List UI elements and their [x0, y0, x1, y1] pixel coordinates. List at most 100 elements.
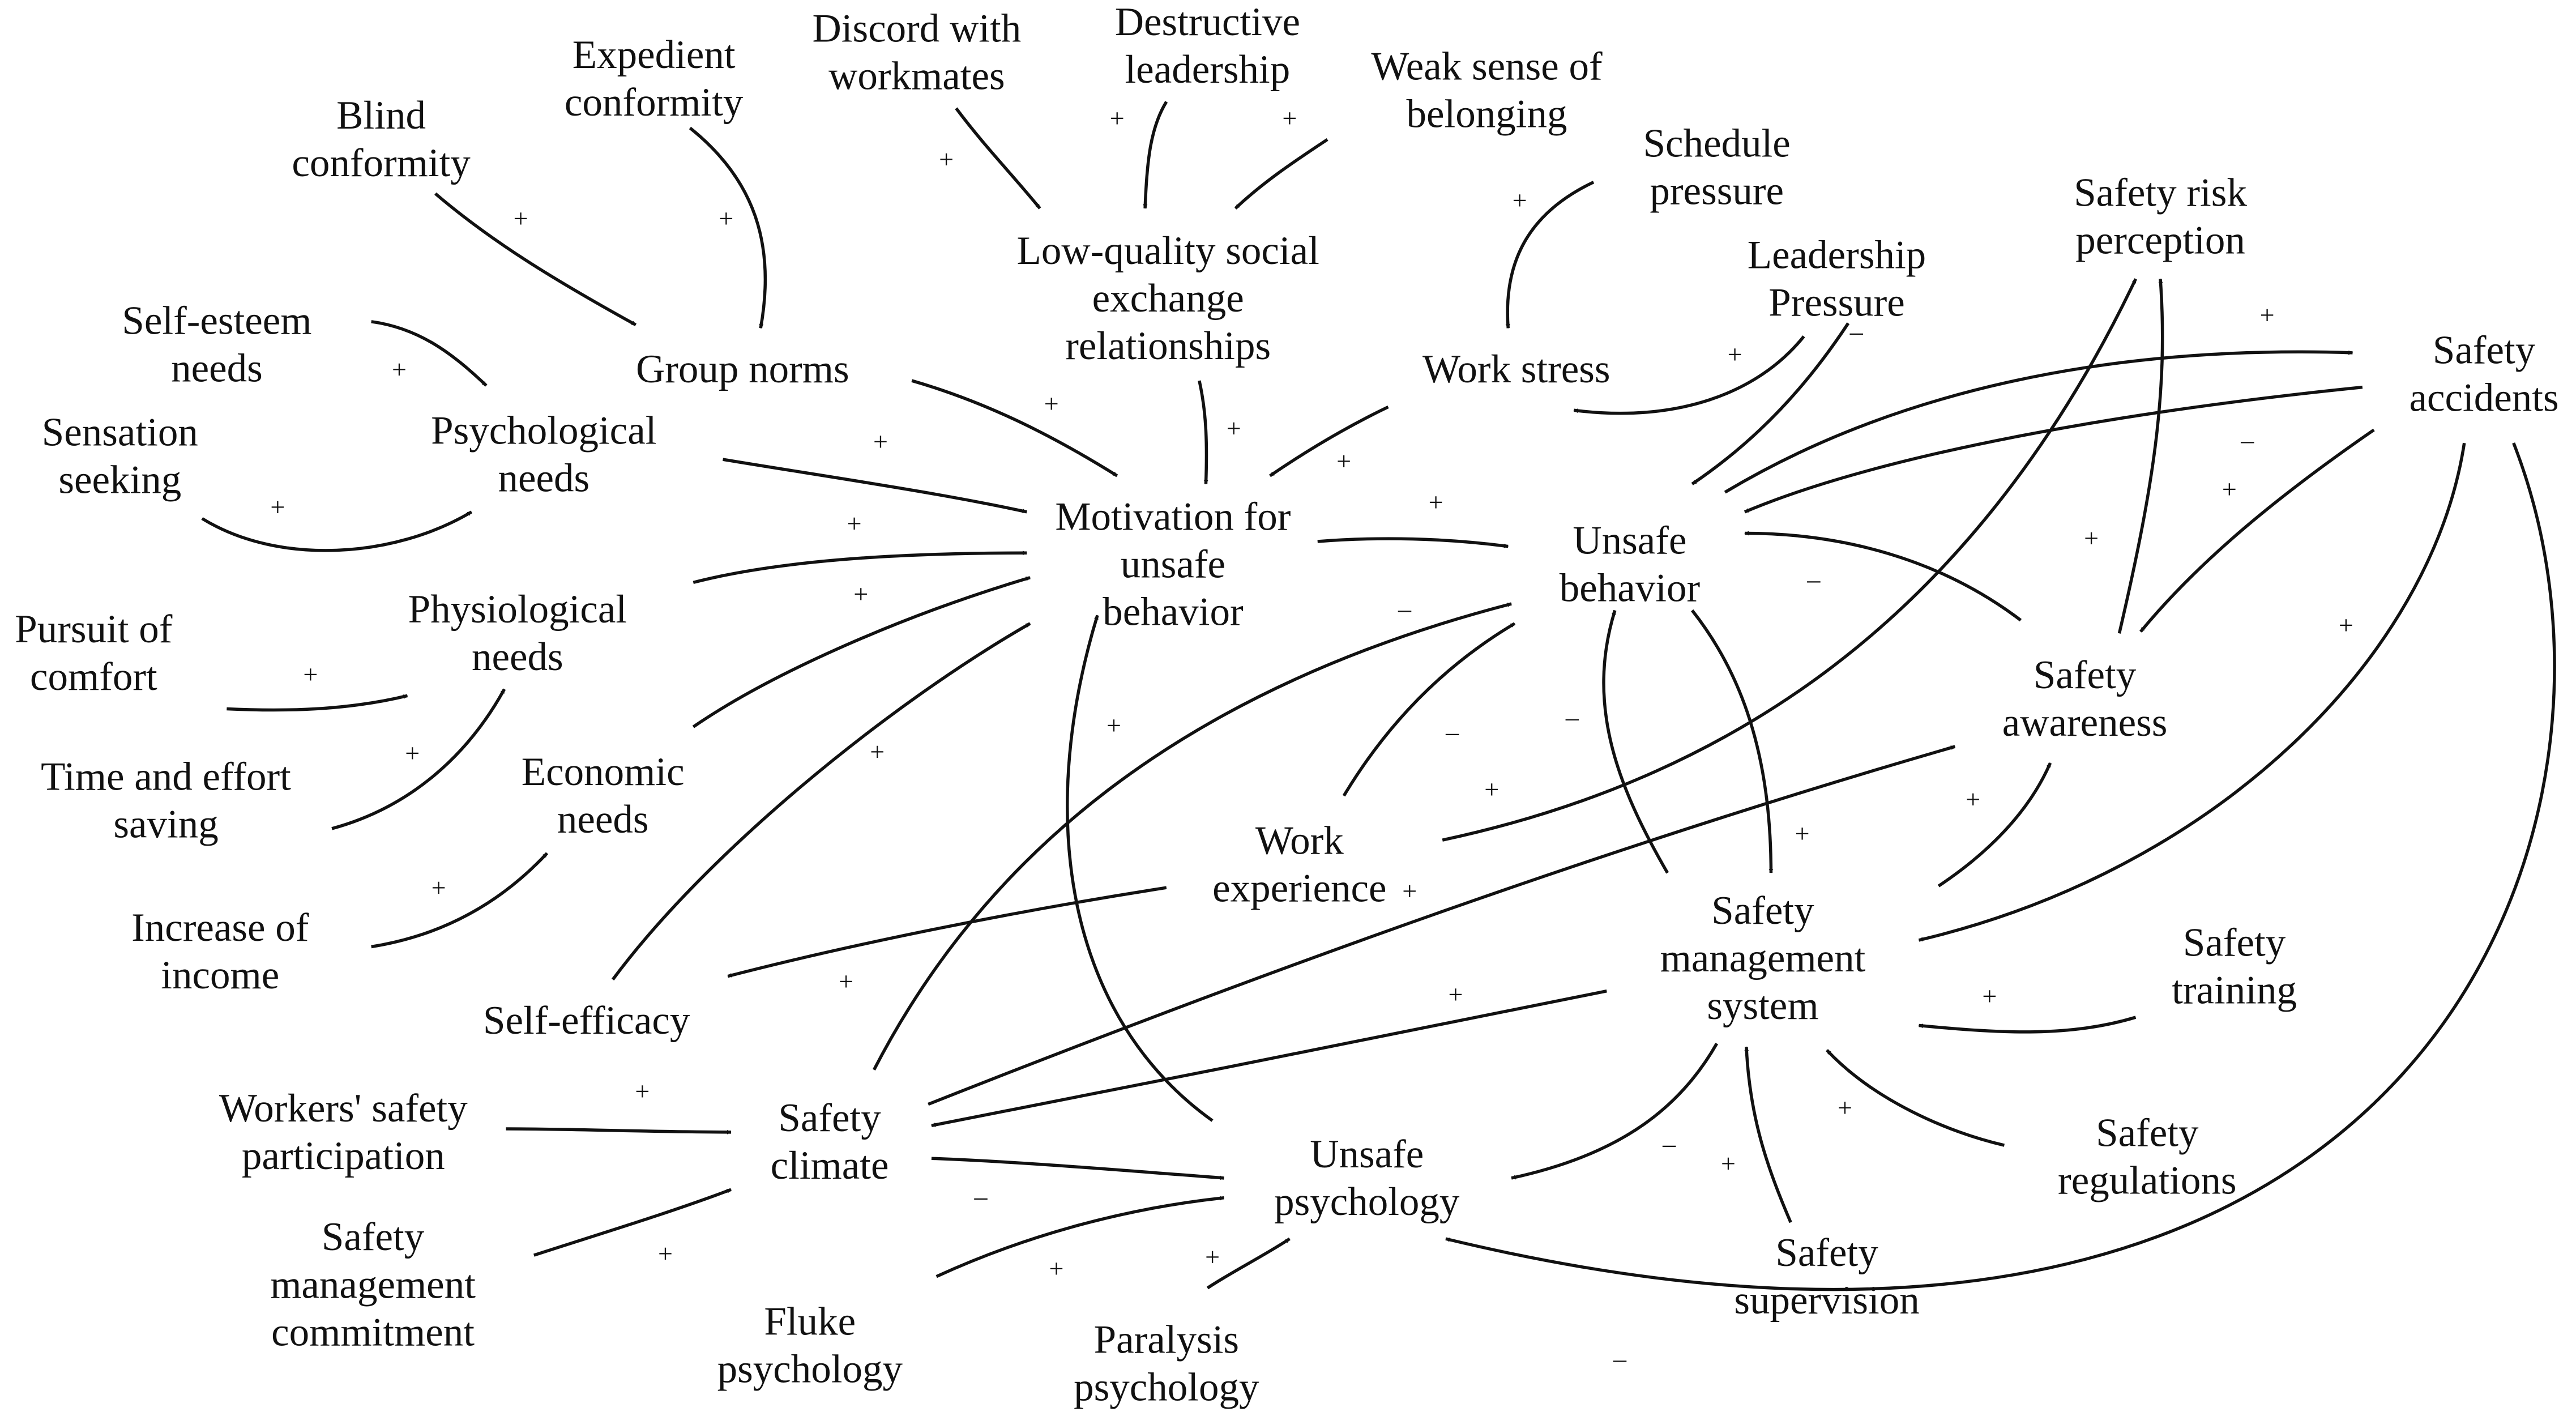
- polarity-sign-schedule-pressure-to-work-stress: +: [1513, 186, 1527, 215]
- node-label-line: Work: [1255, 819, 1344, 863]
- node-label-line: Pursuit of: [15, 607, 172, 651]
- edge-destructive-leadership-to-low-quality-ser: [1143, 101, 1168, 209]
- node-label-line: supervision: [1734, 1278, 1919, 1323]
- polarity-sign-leadership-pressure-to-work-stress: +: [1728, 340, 1742, 369]
- node-label-line: regulations: [2058, 1158, 2236, 1202]
- node-label-line: Fluke: [764, 1299, 856, 1344]
- node-label-line: Safety: [2096, 1111, 2199, 1155]
- polarity-sign-psychological-needs-to-motivation: +: [873, 427, 888, 456]
- polarity-sign-unsafe-behavior-to-safety-mgmt-system: +: [1795, 819, 1810, 848]
- edge-safety-climate-to-unsafe-behavior: [872, 602, 1512, 1071]
- edge-unsafe-behavior-to-safety-accidents: [1724, 350, 2353, 494]
- node-label-line: needs: [557, 797, 649, 842]
- edge-self-esteem-to-psychological-needs: [371, 320, 488, 387]
- polarity-sign-weak-belonging-to-low-quality-ser: +: [1282, 104, 1297, 133]
- node-label-line: Unsafe: [1573, 519, 1686, 563]
- node-label-line: leadership: [1125, 48, 1290, 92]
- polarity-sign-safety-climate-to-unsafe-psychology: –: [973, 1182, 988, 1210]
- polarity-sign-safety-training-to-safety-mgmt-system: +: [1982, 982, 1997, 1010]
- edges-layer: [201, 101, 2556, 1291]
- polarity-sign-economic-needs-to-motivation: +: [853, 579, 868, 608]
- polarity-sign-blind-conformity-to-group-norms: +: [514, 204, 528, 233]
- node-label-line: management: [270, 1263, 476, 1307]
- polarity-sign-safety-mgmt-system-to-unsafe-behavior: –: [1565, 702, 1579, 731]
- node-label-line: Time and effort: [41, 755, 291, 799]
- polarity-sign-safety-regulations-to-safety-mgmt-system: +: [1838, 1093, 1852, 1122]
- node-label-line: commitment: [271, 1310, 475, 1354]
- polarity-sign-safety-climate-to-safety-awareness: +: [1402, 877, 1417, 906]
- node-label-line: Self-esteem: [122, 298, 311, 343]
- polarity-sign-fluke-psychology-to-unsafe-psychology: +: [1049, 1254, 1063, 1283]
- polarity-sign-sensation-seeking-to-psychological-needs: +: [270, 493, 285, 522]
- node-label-line: workmates: [828, 54, 1005, 99]
- edge-safety-accidents-to-safety-mgmt-system: [1918, 442, 2466, 942]
- node-label-line: Blind: [336, 93, 426, 138]
- node-label-line: experience: [1212, 867, 1386, 911]
- polarity-sign-self-efficacy-to-motivation: +: [870, 737, 885, 766]
- polarity-sign-safety-mgmt-commitment-to-safety-climate: +: [658, 1239, 673, 1268]
- node-label-line: participation: [242, 1134, 445, 1178]
- node-label-line: behavior: [1560, 566, 1701, 611]
- edge-motivation-to-unsafe-behavior: [1317, 537, 1509, 548]
- edge-pursuit-comfort-to-physiological-needs: [227, 694, 408, 712]
- node-label-line: Schedule: [1643, 121, 1791, 165]
- node-label-line: Safety: [2433, 328, 2536, 372]
- polarity-sign-expedient-conformity-to-group-norms: +: [719, 204, 733, 233]
- edge-expedient-conformity-to-group-norms: [689, 126, 767, 329]
- node-label-line: pressure: [1650, 169, 1784, 213]
- polarity-sign-physiological-needs-to-motivation: +: [847, 509, 862, 538]
- edge-economic-needs-to-motivation: [692, 576, 1031, 728]
- node-self-efficacy: Self-efficacy: [483, 999, 690, 1043]
- polarity-sign-work-stress-to-motivation: +: [1336, 447, 1351, 476]
- node-label-line: belonging: [1407, 92, 1567, 136]
- edge-blind-conformity-to-group-norms: [434, 192, 637, 326]
- node-label-line: Work stress: [1422, 347, 1610, 391]
- node-label-line: Group norms: [636, 347, 849, 391]
- node-label-line: conformity: [292, 141, 471, 185]
- node-label-line: needs: [472, 635, 563, 679]
- edge-safety-mgmt-system-to-safety-awareness: [1937, 762, 2052, 888]
- polarity-signs-layer: ++++++++++++++++++++–+–++–+–+–+–+–+–++–+…: [270, 104, 2353, 1373]
- polarity-sign-safety-awareness-to-safety-risk-perception: +: [2084, 524, 2099, 553]
- polarity-sign-low-quality-ser-to-motivation: +: [1227, 414, 1241, 443]
- node-label-line: income: [161, 953, 279, 997]
- edge-low-quality-ser-to-motivation: [1198, 380, 1208, 485]
- polarity-sign-workers-participation-to-safety-climate: +: [635, 1077, 650, 1106]
- polarity-sign-self-esteem-to-psychological-needs: +: [392, 355, 407, 383]
- node-label-line: Psychological: [431, 408, 656, 453]
- node-label-line: Physiological: [408, 587, 627, 632]
- polarity-sign-safety-accidents-to-unsafe-psychology: –: [1613, 1344, 1627, 1373]
- node-label-line: unsafe: [1121, 543, 1225, 587]
- node-label-line: awareness: [2002, 701, 2168, 745]
- node-label-line: behavior: [1103, 590, 1244, 634]
- node-label-line: Low-quality social: [1017, 229, 1319, 273]
- node-label-line: Paralysis: [1094, 1317, 1239, 1362]
- polarity-sign-work-experience-to-safety-risk-perception: +: [1484, 775, 1499, 804]
- node-label-line: climate: [771, 1144, 889, 1188]
- edge-work-experience-to-self-efficacy: [727, 886, 1167, 978]
- polarity-sign-paralysis-psychology-to-unsafe-psychology: +: [1205, 1243, 1220, 1272]
- node-label-line: psychology: [1074, 1365, 1259, 1409]
- node-label-line: accidents: [2409, 376, 2558, 420]
- node-label-line: Self-efficacy: [483, 999, 690, 1043]
- node-label-line: Increase of: [131, 906, 309, 950]
- edge-leadership-pressure-to-work-stress: [1573, 335, 1805, 415]
